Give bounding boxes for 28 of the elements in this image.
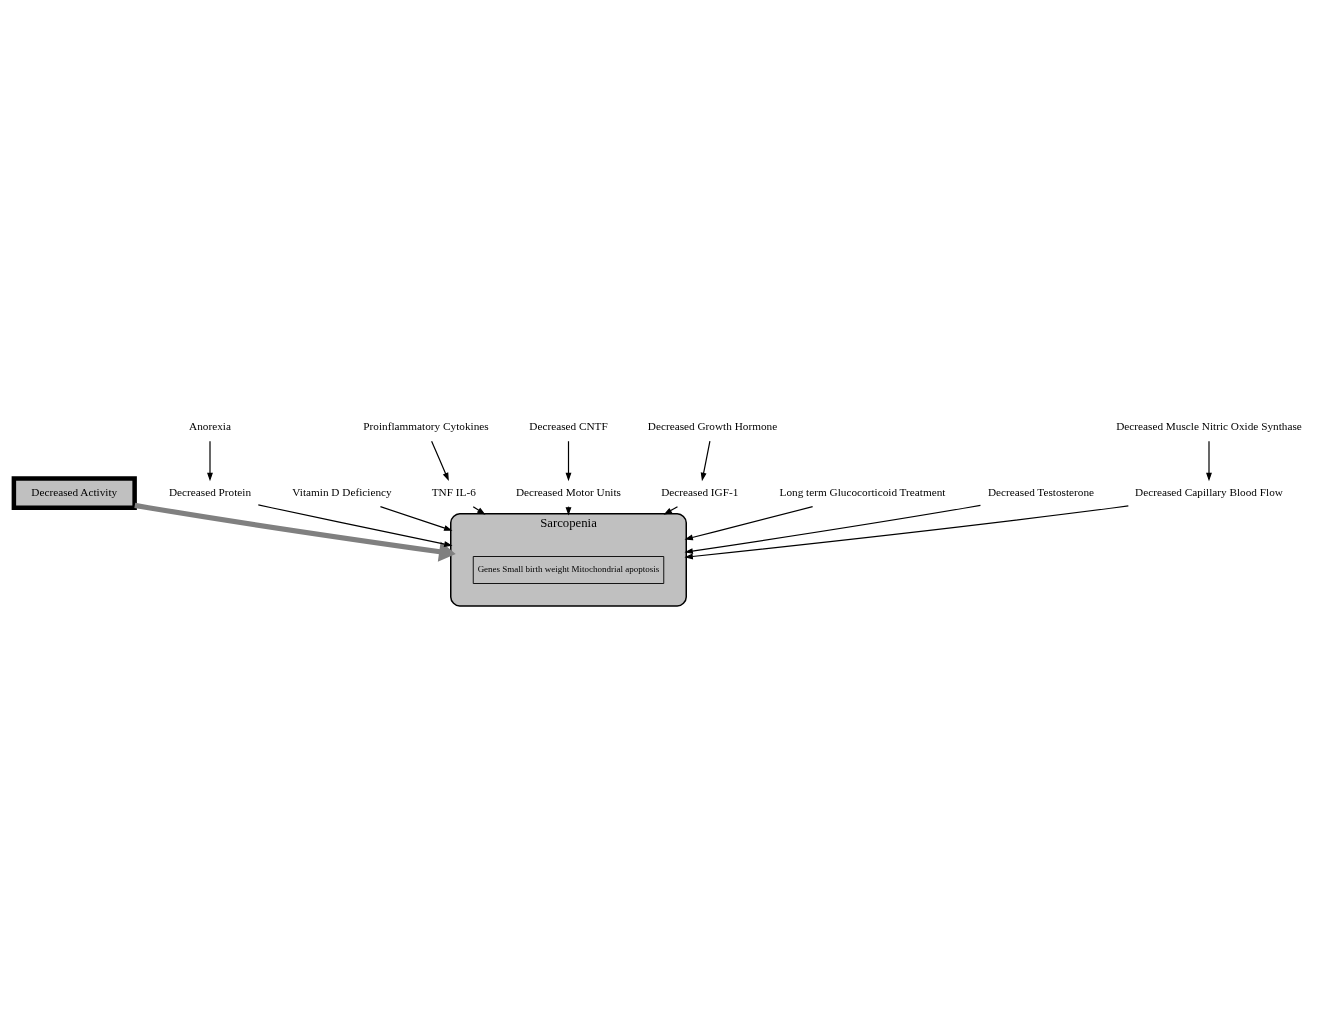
node-box: Genes Small birth weight Mitochondrial apoptosis (472, 556, 665, 584)
arrow (134, 502, 456, 562)
arrow (663, 506, 679, 515)
node-text: Decreased Protein (168, 485, 252, 498)
arrow (472, 506, 486, 515)
arrow (684, 505, 1129, 560)
arrow (431, 440, 449, 482)
arrow (207, 440, 213, 482)
node-text: Decreased Capillary Blood Flow (1135, 485, 1283, 498)
node-text: Decreased Motor Units (516, 485, 621, 498)
arrow (684, 504, 982, 554)
node-box: Decreased Activity (11, 476, 137, 510)
arrow (257, 504, 453, 547)
node-text: Decreased IGF-1 (661, 485, 739, 498)
arrow (1206, 440, 1212, 482)
arrow (565, 440, 572, 482)
arrow (379, 506, 453, 531)
node-text: Vitamin D Deficiency (292, 485, 392, 498)
node-text: TNF IL-6 (431, 485, 476, 498)
node-text: Decreased Growth Hormone (647, 420, 778, 433)
arrow (684, 506, 814, 541)
node-text: Decreased CNTF (529, 420, 608, 433)
node-text: Long term Glucocorticoid Treatment (779, 485, 946, 498)
node-text: Decreased Testosterone (987, 485, 1095, 498)
node-text: Decreased Muscle Nitric Oxide Synthase (1116, 420, 1302, 433)
arrow (700, 440, 711, 482)
node-text: Anorexia (189, 420, 231, 433)
node-text: Proinflammatory Cytokines (363, 420, 489, 433)
